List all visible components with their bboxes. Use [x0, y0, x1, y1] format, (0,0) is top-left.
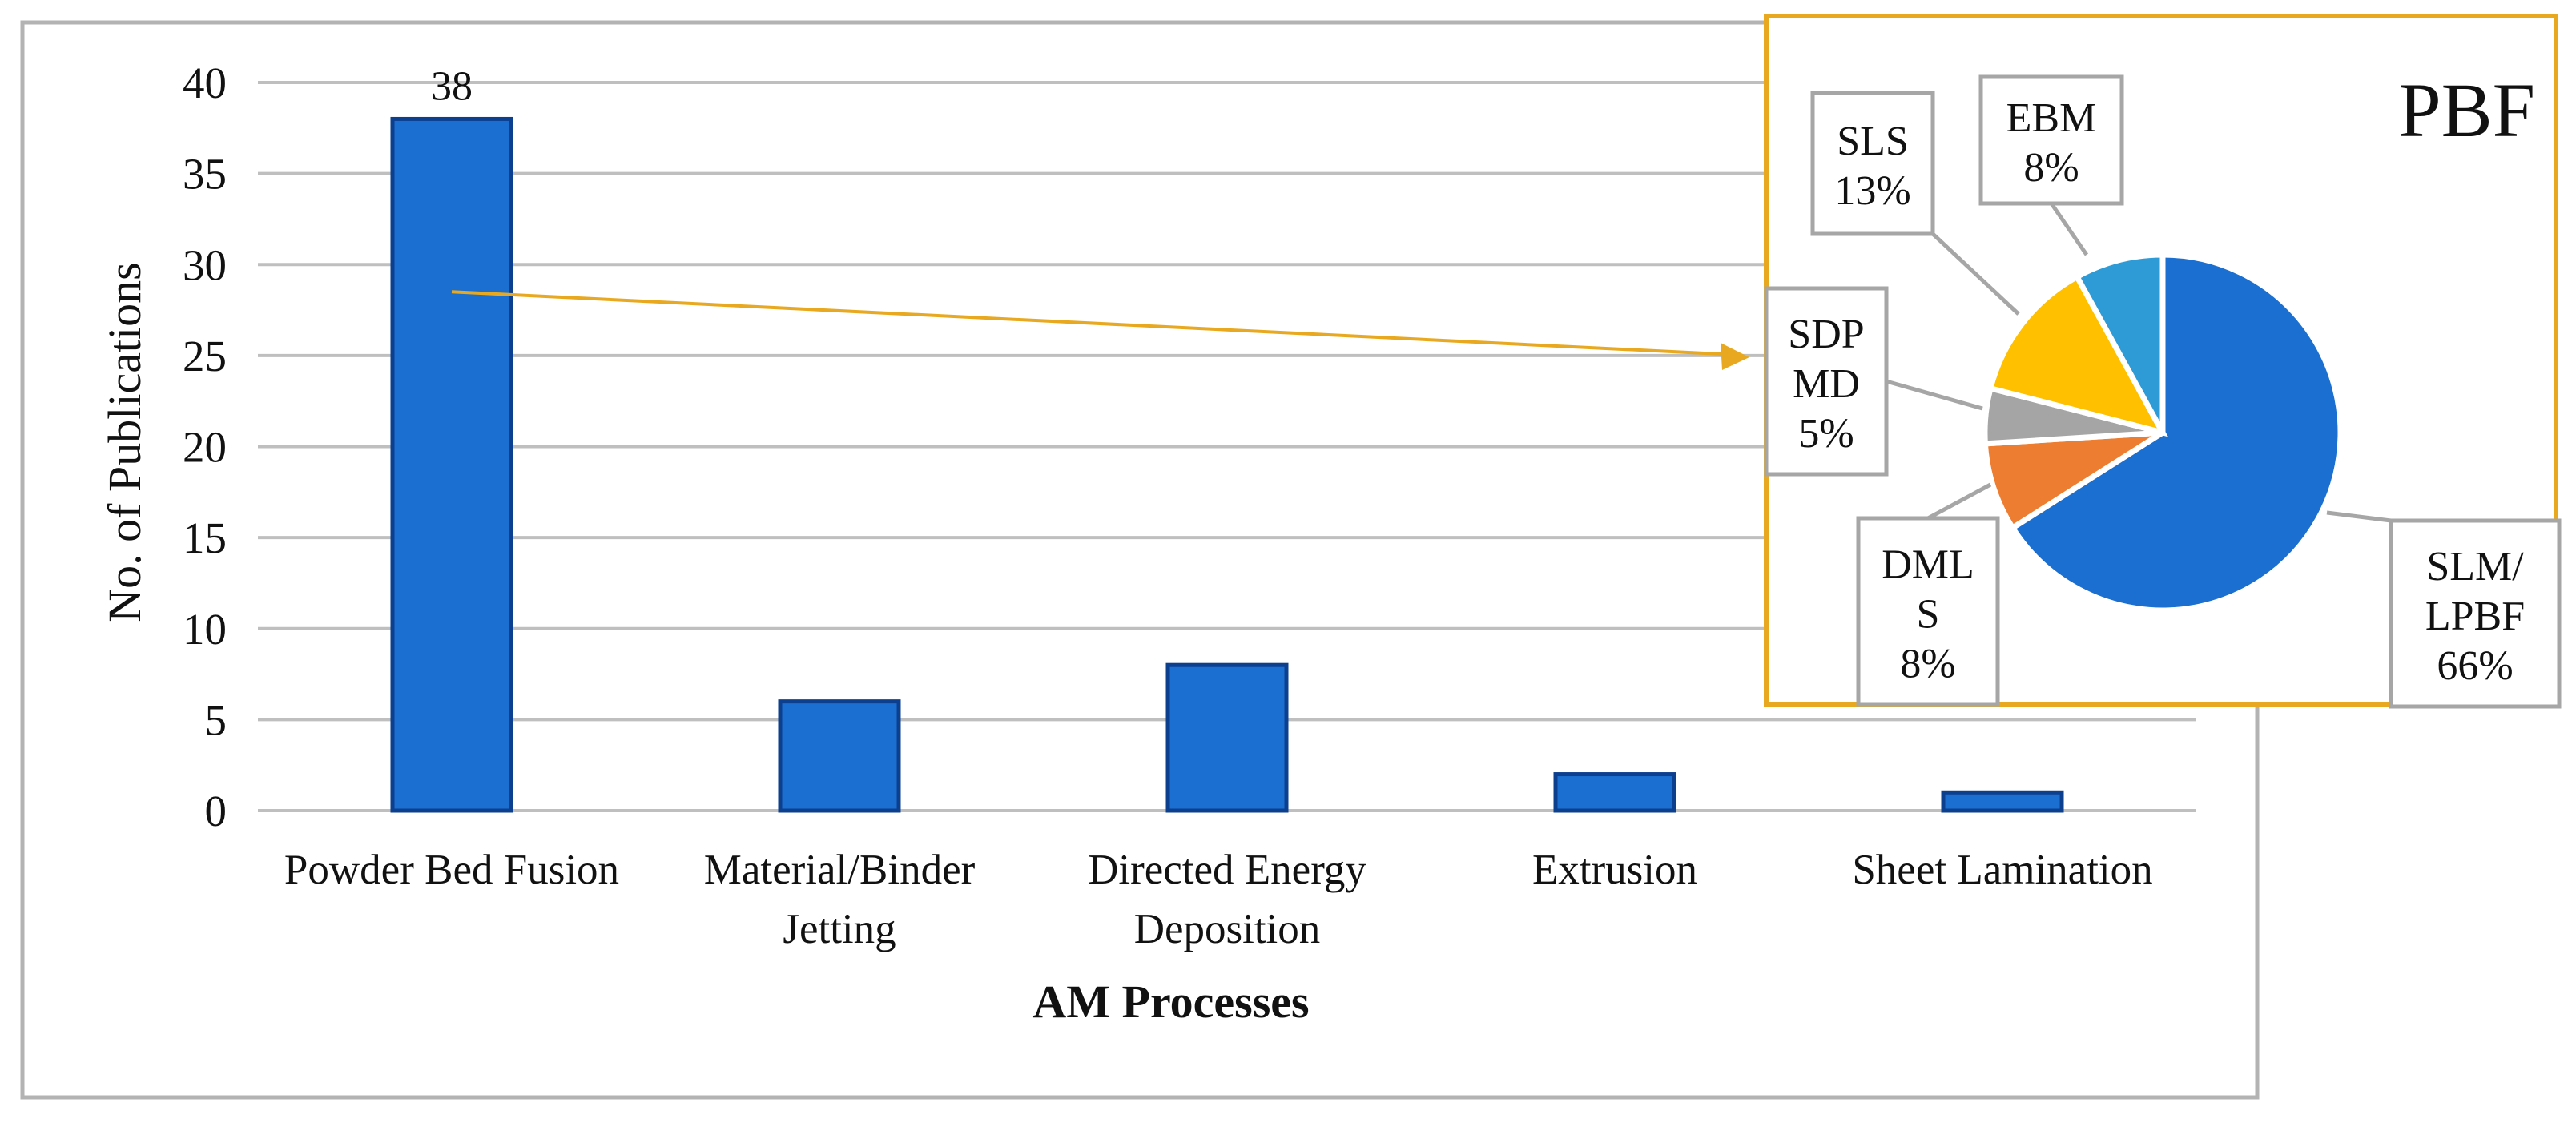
callout-arrow-line [451, 290, 1721, 356]
y-axis-title: No. of Publications [99, 262, 151, 622]
pie-callout-arrow [451, 290, 1749, 370]
pie-label-box-slm-lpbf [2389, 518, 2562, 709]
pie-leader-line-sdpmd [1886, 379, 1983, 411]
pie-percent-sdpmd: 5% [1798, 411, 1854, 457]
y-tick-label-15: 15 [183, 513, 227, 562]
pie-category-dmls-line-1: DML [1882, 542, 1974, 588]
bar-sheet-lamination [1941, 790, 2064, 813]
pie-leader-line-dmls [1926, 482, 1992, 521]
bar-material-binder-jetting [778, 699, 901, 813]
y-tick-label-0: 0 [205, 787, 227, 835]
pie-category-ebm-line-1: EBM [2006, 95, 2097, 141]
y-tick-label-25: 25 [183, 332, 227, 380]
y-axis-ticks: 0 5 10 15 20 25 30 35 40 [183, 58, 227, 835]
x-tick-label-directed-energy-deposition-line-2: Deposition [1134, 906, 1321, 952]
bar-extrusion [1553, 772, 1676, 813]
pie-category-dmls-line-2: S [1917, 592, 1940, 638]
x-tick-label-extrusion: Extrusion [1532, 847, 1697, 893]
pie-title: PBF [2398, 67, 2535, 153]
pie-label-box-sdpmd [1764, 286, 1889, 477]
x-tick-label-directed-energy-deposition-line-1: Directed Energy [1088, 847, 1366, 893]
data-label-powder-bed-fusion: 38 [431, 63, 473, 109]
pie-percent-sls: 13% [1834, 168, 1910, 214]
pie-category-sdpmd-line-1: SDP [1788, 312, 1864, 357]
pie-category-slm-lpbf-line-1: SLM/ [2426, 544, 2524, 590]
x-tick-label-sheet-lamination: Sheet Lamination [1852, 847, 2152, 893]
y-tick-label-30: 30 [183, 240, 227, 289]
pie-percent-slm-lpbf: 66% [2437, 643, 2513, 689]
pie-percent-ebm: 8% [2023, 145, 2079, 191]
pie-label-box-sls [1810, 91, 1935, 236]
x-tick-label-material-binder-jetting-line-2: Jetting [783, 906, 896, 952]
pie-slice-slm-lpbf [2008, 252, 2344, 614]
y-tick-label-35: 35 [183, 150, 227, 199]
pie-category-slm-lpbf-line-2: LPBF [2425, 594, 2525, 639]
pie-leader-line-ebm [2049, 202, 2089, 256]
bar-directed-energy-deposition [1165, 662, 1289, 813]
pie-label-box-dmls [1856, 516, 2000, 707]
x-axis-title: AM Processes [1032, 976, 1309, 1028]
pie-slice-ebm [2073, 252, 2166, 434]
x-tick-label-powder-bed-fusion: Powder Bed Fusion [284, 847, 619, 893]
pie-label-box-ebm [1978, 74, 2124, 206]
bar-series: 38 [390, 63, 2064, 813]
y-tick-label-20: 20 [183, 423, 227, 472]
x-tick-label-material-binder-jetting-line-1: Material/Binder [704, 847, 976, 893]
y-tick-label-5: 5 [205, 695, 227, 744]
y-tick-label-10: 10 [183, 605, 227, 654]
pie-category-sdpmd-line-2: MD [1793, 361, 1860, 407]
pie-slice-sls [1986, 272, 2168, 437]
callout-arrow-head [1721, 343, 1749, 370]
pie-leader-line-slm-lpbf [2326, 510, 2392, 523]
pie-percent-dmls: 8% [1900, 642, 1955, 687]
y-tick-label-40: 40 [183, 58, 227, 107]
bar-powder-bed-fusion [390, 116, 513, 813]
pie-category-sls-line-1: SLS [1837, 119, 1909, 164]
pie-leader-line-sls [1931, 232, 2020, 316]
